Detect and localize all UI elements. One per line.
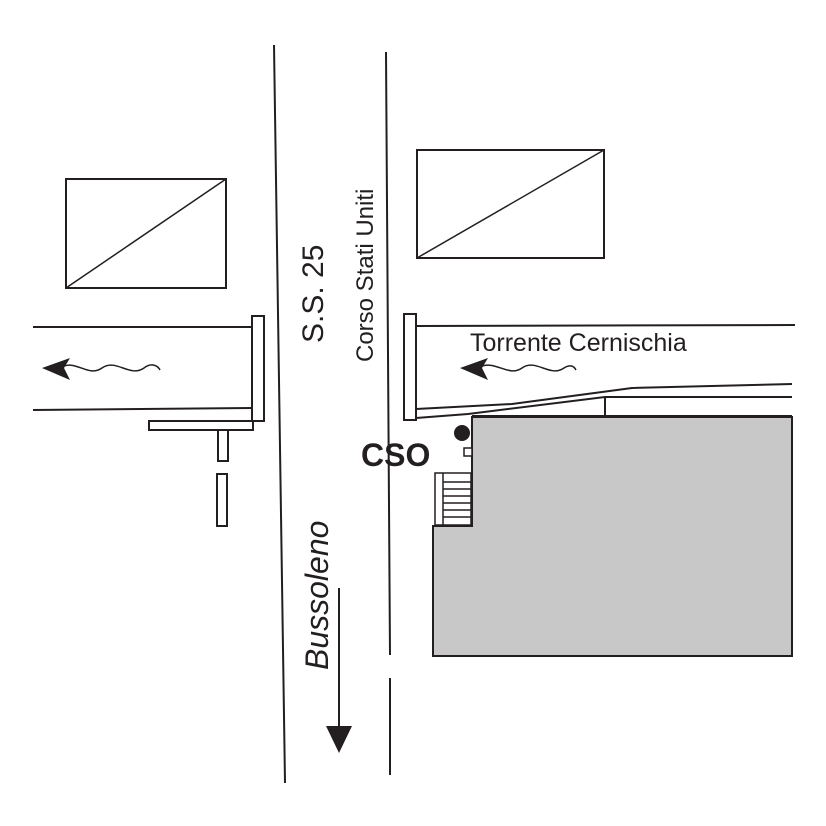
stream-channel-right xyxy=(403,313,796,421)
station-label: CSO xyxy=(361,437,430,473)
direction-arrow-icon xyxy=(326,588,352,753)
stream-channel-left xyxy=(32,315,265,527)
street-label: Corso Stati Uniti xyxy=(352,189,379,362)
station-marker-icon xyxy=(454,425,470,441)
site-building xyxy=(432,416,793,657)
building-left xyxy=(65,178,227,289)
highway-road xyxy=(273,44,391,784)
highway-label: S.S. 25 xyxy=(297,245,330,343)
flow-arrow-right-icon xyxy=(460,358,577,380)
stream-label: Torrente Cernischia xyxy=(470,329,687,357)
building-right xyxy=(416,149,605,259)
station-box xyxy=(463,447,473,457)
flow-arrow-left-icon xyxy=(42,358,161,380)
direction-label: Bussoleno xyxy=(299,521,335,670)
